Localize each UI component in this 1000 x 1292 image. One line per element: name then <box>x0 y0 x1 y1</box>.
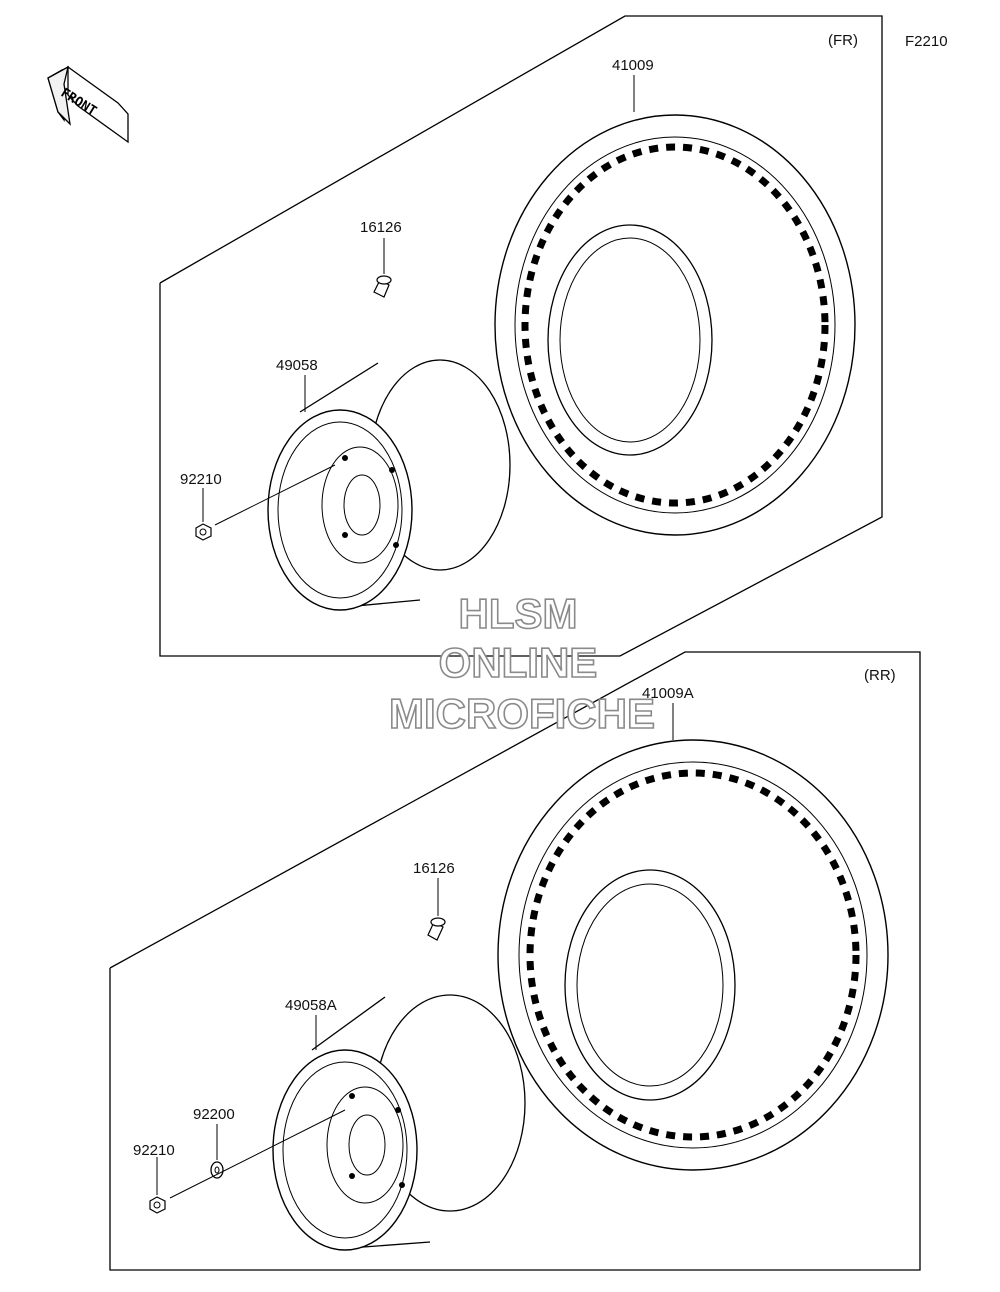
front-group: (FR) 41009 16126 <box>159 15 883 657</box>
rear-tire-icon <box>497 739 889 1171</box>
watermark-line-1: HLSM <box>459 590 578 637</box>
figure-code: F2210 <box>905 33 948 50</box>
rear-group-frame <box>109 651 921 1271</box>
front-section-label: (FR) <box>828 32 858 49</box>
front-wheel-icon <box>267 359 511 611</box>
rear-wheel-part-number: 49058A <box>285 997 337 1014</box>
front-nut-icon <box>195 523 212 541</box>
watermark-line-3: MICROFICHE <box>389 690 655 737</box>
front-group-frame <box>159 15 883 657</box>
watermark: HLSM ONLINE MICROFICHE <box>388 589 656 738</box>
watermark-line-2: ONLINE <box>439 639 598 686</box>
rear-valve-icon <box>427 917 446 941</box>
front-valve-icon <box>373 275 392 298</box>
rear-washer-icon <box>210 1161 224 1179</box>
rear-group: (RR) 41009A 16126 <box>109 651 921 1271</box>
front-tire-icon <box>494 114 856 536</box>
rear-section-label: (RR) <box>864 667 896 684</box>
front-wheel-part-number: 49058 <box>276 357 318 374</box>
front-valve-part-number: 16126 <box>360 219 402 236</box>
rear-nut-part-number: 92210 <box>133 1142 175 1159</box>
rear-valve-part-number: 16126 <box>413 860 455 877</box>
rear-tire-part-number: 41009A <box>642 685 694 702</box>
front-tire-part-number: 41009 <box>612 57 654 74</box>
rear-washer-part-number: 92200 <box>193 1106 235 1123</box>
front-nut-part-number: 92210 <box>180 471 222 488</box>
front-arrow-icon: FRONT <box>47 65 129 144</box>
rear-nut-icon <box>149 1196 166 1214</box>
rear-wheel-icon <box>272 994 526 1251</box>
